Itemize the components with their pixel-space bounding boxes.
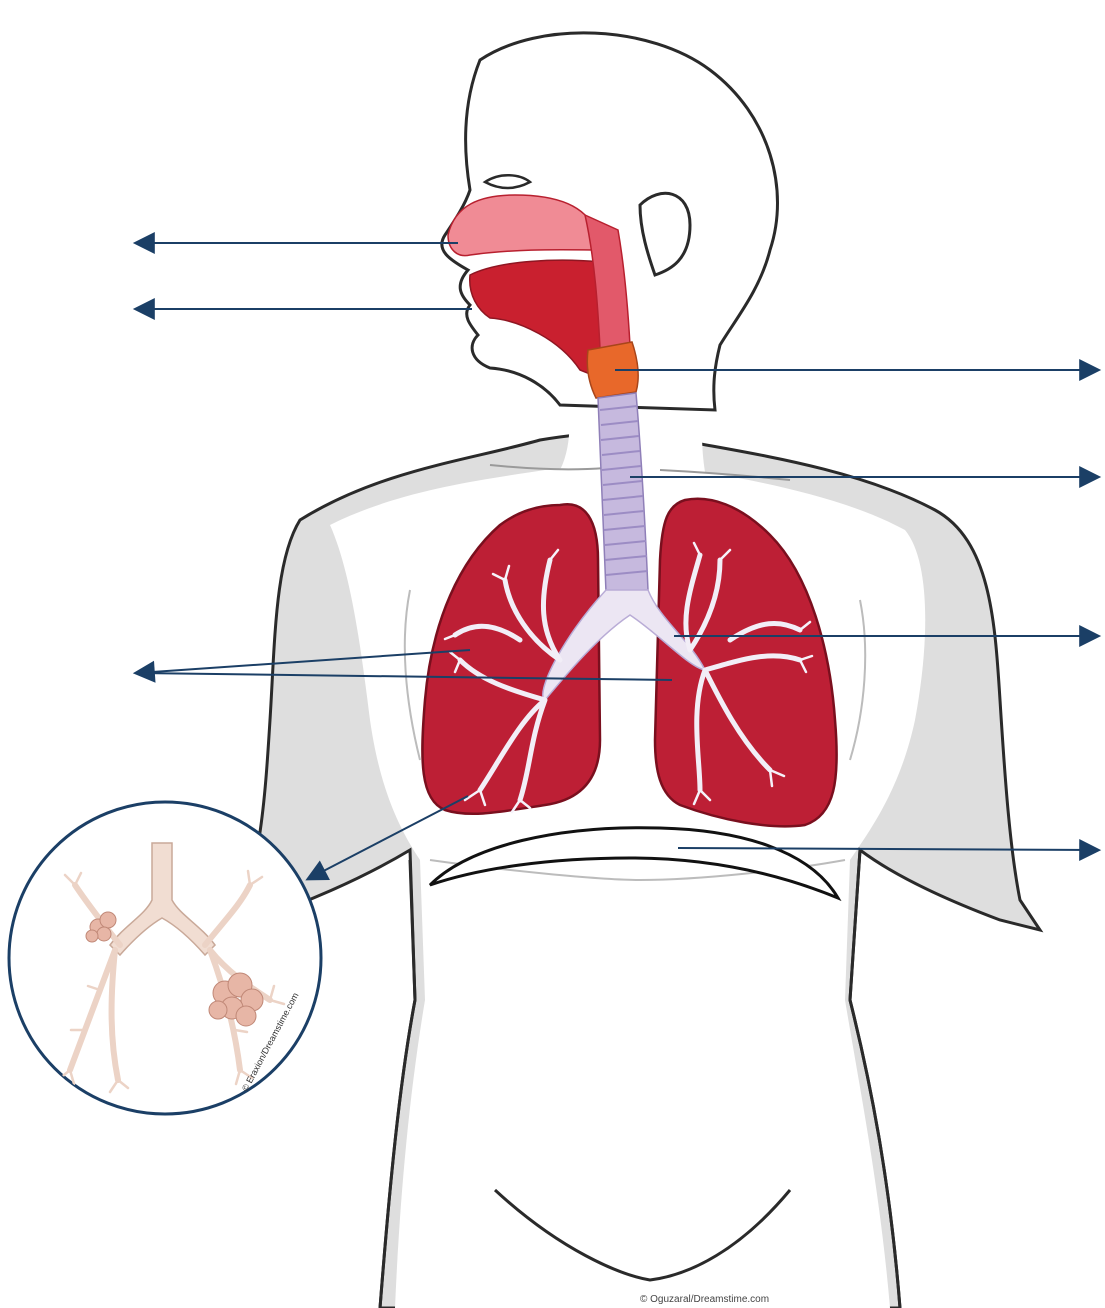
human-body-outline bbox=[230, 33, 1040, 1308]
image-credit: © Oguzaral/Dreamstime.com bbox=[640, 1294, 769, 1305]
eye bbox=[485, 175, 530, 188]
alveoli-inset: © Eraxion/Dreamstime.com bbox=[9, 802, 321, 1114]
